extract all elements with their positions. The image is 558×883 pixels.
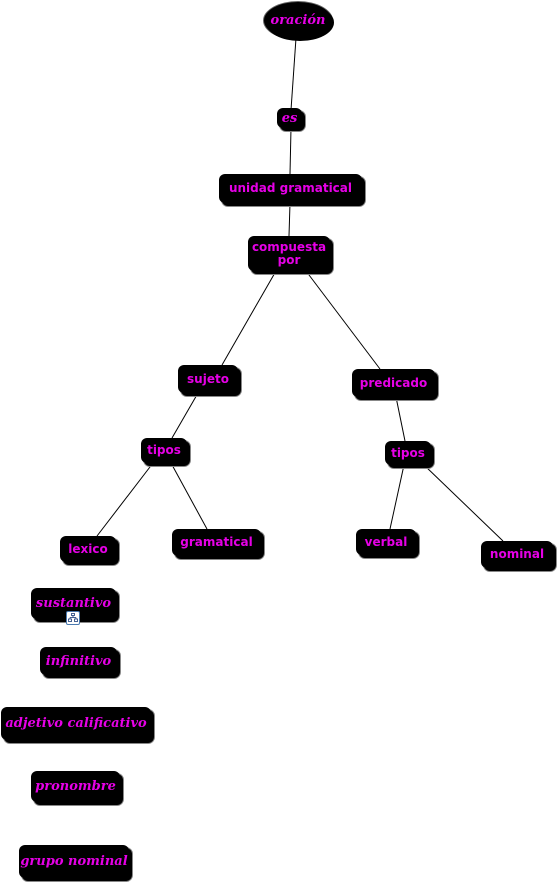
edge-tipos-lexico (96, 462, 154, 537)
node-predicado[interactable]: predicado (352, 369, 435, 397)
node-infinitivo[interactable]: infinitivo (40, 647, 117, 675)
node-verbal[interactable]: verbal (356, 529, 416, 555)
node-compuesta-por[interactable]: compuesta por (248, 236, 330, 271)
edge-oracion-es (290, 37, 297, 111)
hierarchy-icon (68, 613, 78, 622)
concept-map-resource-icon[interactable] (66, 611, 80, 625)
edge-sujeto-tipos (171, 392, 199, 439)
node-tipos-sujeto[interactable]: tipos (141, 438, 187, 463)
edge-predicado-tipos (395, 396, 406, 442)
node-unidad-gramatical[interactable]: unidad gramatical (219, 174, 362, 203)
edge-es-unidad (289, 127, 292, 175)
edge-unidad-compuesta (288, 202, 291, 237)
node-oracion[interactable]: oración (264, 2, 332, 39)
node-sujeto[interactable]: sujeto (178, 365, 238, 393)
node-lexico[interactable]: lexico (60, 536, 116, 562)
node-nominal[interactable]: nominal (481, 541, 553, 568)
node-adjetivo-calificativo[interactable]: adjetivo calificativo (1, 707, 151, 740)
edge-tipos-gramatical (170, 462, 208, 530)
node-pronombre[interactable]: pronombre (31, 771, 120, 802)
node-es[interactable]: es (277, 108, 302, 128)
edge-compuesta-predicado (305, 270, 381, 370)
node-gramatical[interactable]: gramatical (172, 529, 261, 556)
edge-tipos-verbal (389, 464, 405, 530)
node-tipos-predicado[interactable]: tipos (385, 441, 431, 465)
node-grupo-nominal[interactable]: grupo nominal (19, 845, 129, 878)
edge-tipos-nominal (423, 464, 504, 542)
edge-compuesta-sujeto (221, 270, 277, 366)
